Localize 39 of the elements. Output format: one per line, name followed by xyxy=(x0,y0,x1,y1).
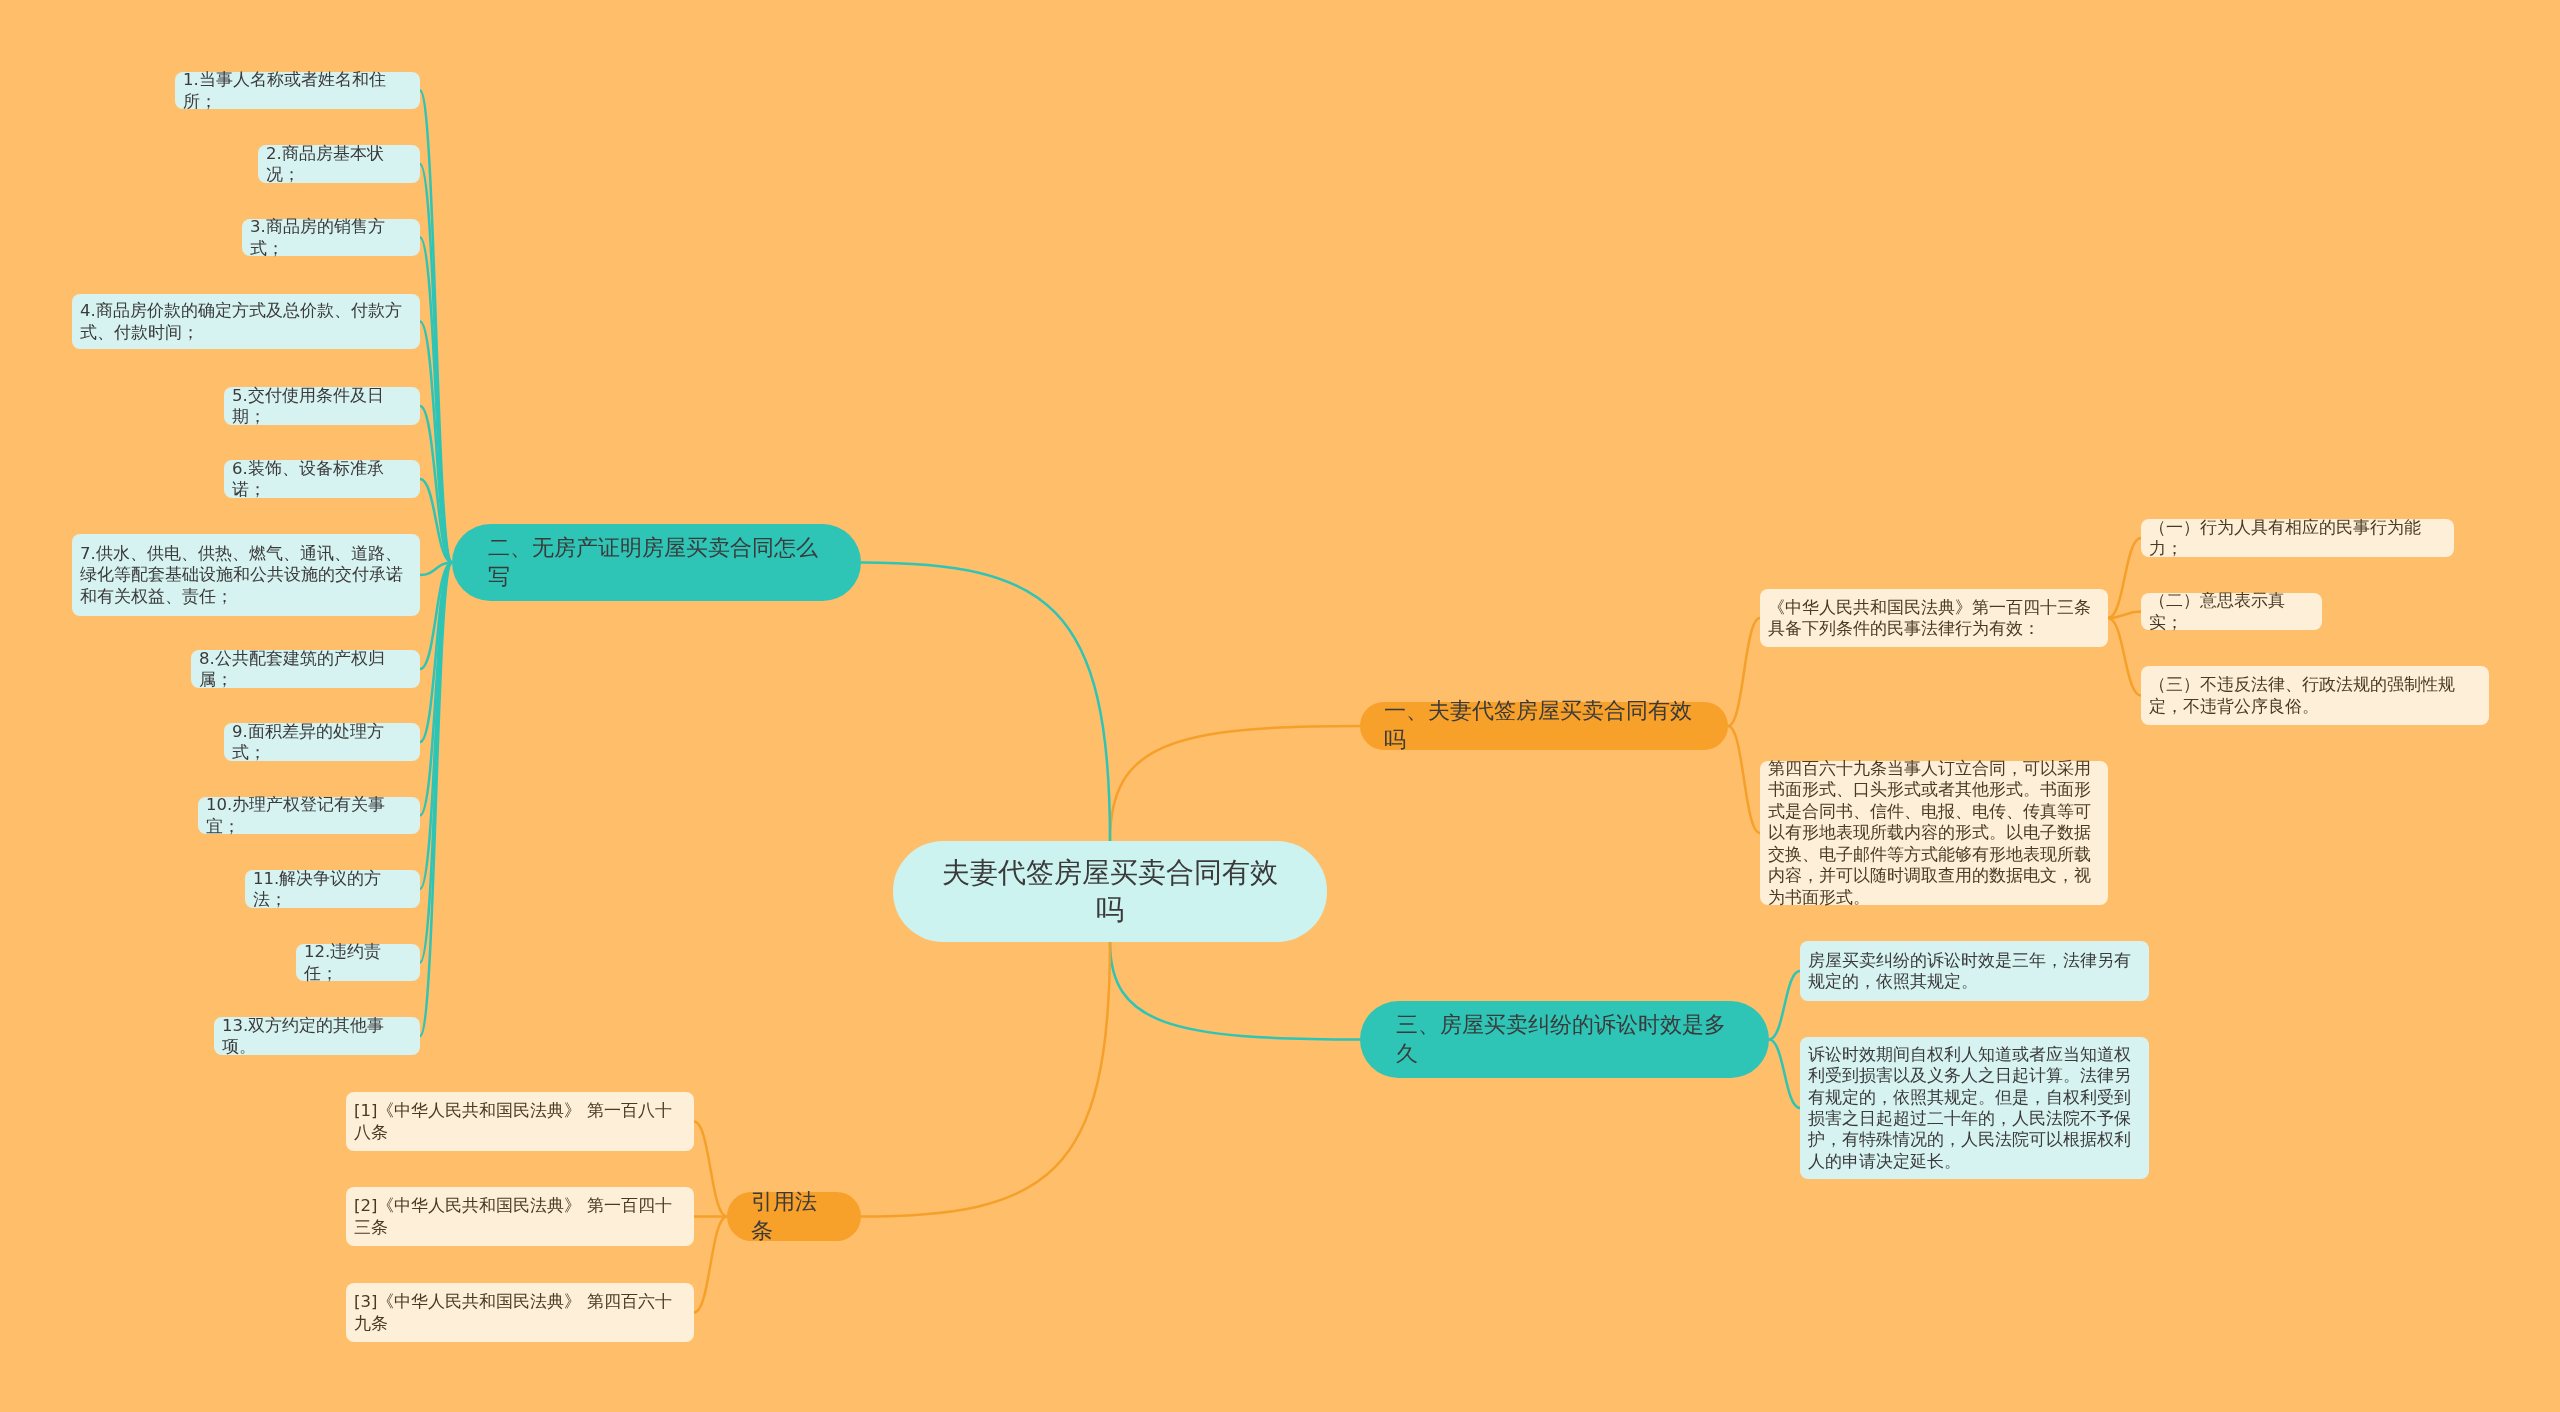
text-box: 12.违约责任； xyxy=(296,944,420,981)
connector-line xyxy=(418,562,454,1037)
connector-line xyxy=(2107,616,2142,697)
connector-line xyxy=(693,1120,728,1218)
connector-line xyxy=(2107,536,2142,620)
text-box: 9.面积差异的处理方式； xyxy=(224,723,420,761)
text-box: 7.供水、供电、供热、燃气、通讯、道路、绿化等配套基础设施和公共设施的交付承诺和有关权益、责任； xyxy=(72,534,420,616)
text-box: 第四百六十九条当事人订立合同，可以采用书面形式、口头形式或者其他形式。书面形式是合同书、信件、电报、电传、传真等可以有形地表现所载内容的形式。以电子数据交换、电子邮件等方式能够有形地表现所载内容，并可以随时调取查用的数据电文，视为书面形式。 xyxy=(1760,761,2108,905)
connector-line xyxy=(694,1215,727,1218)
text-box: 13.双方约定的其他事项。 xyxy=(214,1017,420,1055)
connector-line xyxy=(860,561,1112,842)
topic-box: 引用法条 xyxy=(727,1192,861,1241)
topic-box: 三、房屋买卖纠纷的诉讼时效是多久 xyxy=(1360,1001,1769,1078)
text-box: 4.商品房价款的确定方式及总价款、付款方式、付款时间； xyxy=(72,294,420,349)
text-box: （一）行为人具有相应的民事行为能力； xyxy=(2141,519,2454,557)
central-topic: 夫妻代签房屋买卖合同有效吗 xyxy=(893,841,1327,942)
text-box: [2]《中华人民共和国民法典》 第一百四十三条 xyxy=(346,1187,694,1246)
text-box: [3]《中华人民共和国民法典》 第四百六十九条 xyxy=(346,1283,694,1342)
connector-line xyxy=(1768,969,1801,1041)
text-box: 11.解决争议的方法； xyxy=(245,870,420,908)
text-box: 10.办理产权登记有关事宜； xyxy=(198,797,420,834)
text-box: 3.商品房的销售方式； xyxy=(242,219,420,256)
text-box: [1]《中华人民共和国民法典》 第一百八十八条 xyxy=(346,1092,694,1151)
connector-line xyxy=(1727,616,1761,728)
connector-line xyxy=(860,941,1112,1218)
text-box: 房屋买卖纠纷的诉讼时效是三年，法律另有规定的，依照其规定。 xyxy=(1800,941,2149,1001)
text-box: 1.当事人名称或者姓名和住所； xyxy=(175,72,420,109)
text-box: （三）不违反法律、行政法规的强制性规定，不违背公序良俗。 xyxy=(2141,666,2489,725)
topic-box: 二、无房产证明房屋买卖合同怎么写 xyxy=(452,524,861,601)
text-box: 2.商品房基本状况； xyxy=(258,145,420,183)
connector-line xyxy=(1727,724,1761,835)
connector-line xyxy=(1768,1038,1801,1110)
connector-line xyxy=(693,1215,728,1314)
text-box: 诉讼时效期间自权利人知道或者应当知道权利受到损害以及义务人之日起计算。法律另有规定的，依照其规定。但是，自权利受到损害之日起超过二十年的，人民法院不予保护，有特殊情况的，人民法院可以根据权利人的申请决定延长。 xyxy=(1800,1037,2149,1179)
text-box: 5.交付使用条件及日期； xyxy=(224,387,420,425)
text-box: 6.装饰、设备标准承诺； xyxy=(224,460,420,498)
text-box: 《中华人民共和国民法典》第一百四十三条具备下列条件的民事法律行为有效： xyxy=(1760,589,2108,647)
text-box: （二）意思表示真实； xyxy=(2141,593,2322,630)
text-box: 8.公共配套建筑的产权归属； xyxy=(191,650,420,688)
